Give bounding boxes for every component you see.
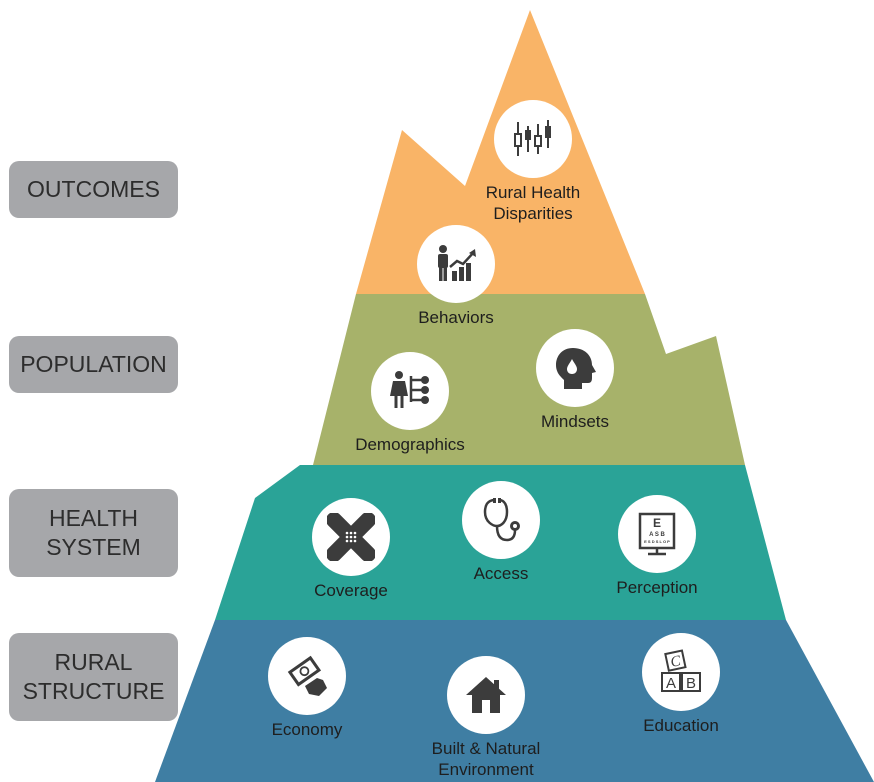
tier-label-text: RURAL	[54, 649, 133, 675]
house-icon	[463, 672, 509, 718]
tier-label-text: HEALTH	[48, 505, 139, 531]
tier-label-population: POPULATION	[9, 336, 178, 393]
tier-label-outcomes: OUTCOMES	[9, 161, 178, 218]
node-circle	[447, 656, 525, 734]
eye-chart-row: A S B	[649, 532, 665, 538]
node-built-environment: Built & Natural Environment	[406, 656, 566, 780]
node-access: Access	[421, 481, 581, 584]
candlestick-chart-icon	[510, 116, 556, 162]
node-label: Built & Natural Environment	[406, 738, 566, 780]
node-behaviors: Behaviors	[376, 225, 536, 328]
node-perception: E A S B E S D S L O P Perception	[577, 495, 737, 598]
person-network-icon	[387, 368, 433, 414]
node-label-line: Access	[473, 564, 529, 583]
letter-blocks-icon: C A B	[658, 649, 704, 695]
tier-label-text: SYSTEM	[46, 534, 141, 560]
block-letter: C	[669, 653, 683, 671]
node-circle	[371, 352, 449, 430]
tier-label-rural-structure: RURAL STRUCTURE	[9, 633, 178, 721]
node-label-line: Disparities	[493, 204, 573, 223]
node-label: Access	[421, 563, 581, 584]
node-circle	[536, 329, 614, 407]
node-circle: E A S B E S D S L O P	[618, 495, 696, 573]
eye-chart-row: E	[653, 516, 661, 530]
node-circle: C A B	[642, 633, 720, 711]
eye-chart-icon: E A S B E S D S L O P	[634, 511, 680, 557]
eye-chart-row: E S D S L O P	[644, 539, 670, 544]
person-growth-chart-icon	[433, 241, 479, 287]
node-label-line: Mindsets	[540, 412, 610, 431]
node-label: Behaviors	[376, 307, 536, 328]
node-circle	[312, 498, 390, 576]
money-hand-icon	[283, 652, 331, 700]
head-profile-icon	[552, 345, 598, 391]
node-coverage: Coverage	[271, 498, 431, 601]
node-label: Coverage	[271, 580, 431, 601]
node-mindsets: Mindsets	[495, 329, 655, 432]
node-label-line: Environment	[438, 760, 534, 779]
block-letter: A	[666, 675, 676, 692]
tier-label-text: POPULATION	[20, 351, 167, 377]
node-label-line: Demographics	[355, 435, 465, 454]
node-label-line: Built & Natural	[431, 739, 541, 758]
node-circle	[494, 100, 572, 178]
node-label: Economy	[227, 719, 387, 740]
node-label-line: Perception	[616, 578, 698, 597]
node-disparities: Rural Health Disparities	[453, 100, 613, 224]
node-education: C A B Education	[601, 633, 761, 736]
node-label: Demographics	[330, 434, 490, 455]
node-label-line: Behaviors	[418, 308, 494, 327]
node-economy: Economy	[227, 637, 387, 740]
node-label: Rural Health Disparities	[453, 182, 613, 224]
tier-label-text: STRUCTURE	[22, 678, 165, 704]
node-circle	[417, 225, 495, 303]
node-label: Mindsets	[495, 411, 655, 432]
node-circle	[268, 637, 346, 715]
node-label: Perception	[577, 577, 737, 598]
tier-label-health-system: HEALTH SYSTEM	[9, 489, 178, 577]
block-letter: B	[686, 675, 696, 692]
node-label-line: Education	[643, 716, 719, 735]
node-label-line: Economy	[271, 720, 343, 739]
tier-label-text: OUTCOMES	[27, 176, 160, 202]
bandage-icon	[327, 513, 375, 561]
node-circle	[462, 481, 540, 559]
node-label-line: Rural Health	[485, 183, 581, 202]
node-demographics: Demographics	[330, 352, 490, 455]
node-label-line: Coverage	[314, 581, 388, 600]
node-label: Education	[601, 715, 761, 736]
stethoscope-icon	[477, 496, 525, 544]
